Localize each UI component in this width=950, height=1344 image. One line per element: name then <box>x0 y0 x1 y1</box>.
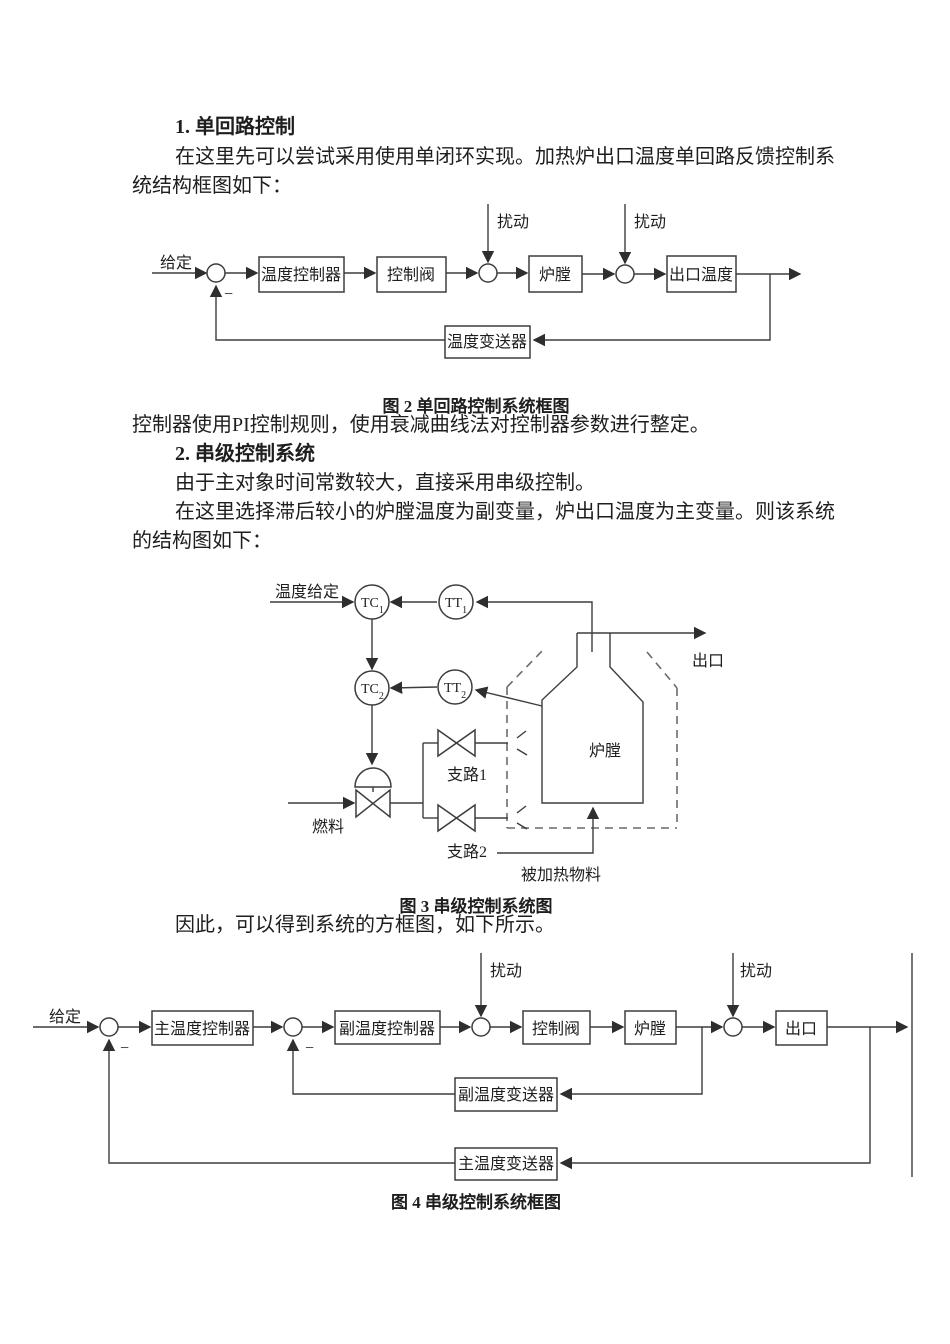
block-sub-controller-label: 副温度控制器 <box>339 1020 435 1038</box>
sum-junction-4 <box>723 1017 743 1037</box>
sum-junction-2 <box>478 263 498 283</box>
disturbance-label-2: 扰动 <box>740 962 772 980</box>
paragraph-line: 在这里选择滞后较小的炉膛温度为副变量，炉出口温度为主变量。则该系统 <box>175 501 835 523</box>
transmitter-tt2 <box>437 669 473 705</box>
setpoint-label: 给定 <box>49 1008 81 1026</box>
tt1-label: TT <box>445 596 463 611</box>
sum-junction-2 <box>283 1017 303 1037</box>
paragraph-line: 在这里先可以尝试采用使用单闭环实现。加热炉出口温度单回路反馈控制系 <box>175 146 835 168</box>
block-furnace-label: 炉膛 <box>539 266 571 284</box>
svg-text:TC2: TC2 <box>361 682 384 702</box>
block-temp-transmitter-label: 温度变送器 <box>447 333 527 351</box>
disturbance-label-2: 扰动 <box>634 213 666 231</box>
block-outlet-label: 出口 <box>785 1020 817 1038</box>
sum-junction-3 <box>471 1017 491 1037</box>
feed-label: 被加热物料 <box>521 866 601 884</box>
heading-single-loop: 1. 单回路控制 <box>175 116 295 138</box>
figure-2-single-loop-diagram: 给定 − 温度控制器 控制阀 扰动 炉膛 扰动 出口温度 温度变送器 <box>152 204 802 359</box>
block-main-transmitter-label: 主温度变送器 <box>458 1155 554 1173</box>
block-temp-controller <box>258 256 345 293</box>
paragraph-line: 控制器使用PI控制规则，使用衰减曲线法对控制器参数进行整定。 <box>132 414 710 436</box>
branch1-valve <box>437 728 476 758</box>
furnace-outline <box>541 633 644 804</box>
valve-actuator-dome <box>354 767 392 788</box>
furnace-label: 炉膛 <box>589 742 621 760</box>
minus-sign-2: − <box>305 1040 314 1057</box>
dashed-wall-right-top <box>646 651 678 689</box>
block-outlet-temp <box>666 255 737 293</box>
block-outlet <box>775 1010 828 1046</box>
block-furnace-label: 炉膛 <box>634 1020 666 1038</box>
transmitter-tt1 <box>438 584 474 620</box>
minus-sign: − <box>224 286 233 303</box>
svg-text:TC1: TC1 <box>361 596 384 616</box>
burner-marks-2 <box>516 805 528 830</box>
temp-setpoint-label: 温度给定 <box>275 583 339 601</box>
setpoint-label: 给定 <box>160 254 192 272</box>
minus-sign-1: − <box>120 1040 129 1057</box>
sum-junction-1 <box>206 263 226 283</box>
branch1-label: 支路1 <box>447 766 487 784</box>
block-control-valve <box>376 256 447 293</box>
figure-4-caption: 图 4 串级控制系统框图 <box>391 1193 561 1212</box>
disturbance-label-1: 扰动 <box>497 213 529 231</box>
figure-3-cascade-schematic: 温度给定 TC1 TT1 出口 炉膛 TC2 TT2 <box>270 583 724 884</box>
block-main-controller <box>151 1010 254 1046</box>
branch2-valve <box>437 803 476 833</box>
block-outlet-temp-label: 出口温度 <box>669 266 733 284</box>
block-temp-transmitter <box>444 325 531 359</box>
sum-junction-3 <box>615 264 635 284</box>
block-valve-label: 控制阀 <box>532 1020 580 1038</box>
figure-3-caption: 图 3 串级控制系统图 <box>399 897 553 916</box>
heading-cascade: 2. 串级控制系统 <box>175 443 315 465</box>
burner-marks-1 <box>516 730 528 756</box>
paragraph-line: 由于主对象时间常数较大，直接采用串级控制。 <box>175 472 595 494</box>
svg-text:TT2: TT2 <box>444 681 466 701</box>
figure-2-caption: 图 2 单回路控制系统框图 <box>382 397 570 416</box>
block-main-controller-label: 主温度控制器 <box>154 1020 250 1038</box>
tc1-label: TC <box>361 596 379 611</box>
svg-text:TT1: TT1 <box>445 596 467 616</box>
paragraph-line: 统结构框图如下： <box>132 175 292 197</box>
tt2-label: TT <box>444 681 462 696</box>
block-temp-controller-label: 温度控制器 <box>261 266 341 284</box>
block-control-valve-label: 控制阀 <box>387 266 435 284</box>
branch2-label: 支路2 <box>447 843 487 861</box>
block-sub-transmitter-label: 副温度变送器 <box>458 1086 554 1104</box>
block-sub-controller <box>334 1010 441 1045</box>
sum-junction-1 <box>99 1017 119 1037</box>
figure-4-cascade-diagram: 给定 − 主温度控制器 − 副温度控制器 扰动 控制阀 炉膛 扰动 <box>33 953 913 1181</box>
dashed-wall-left-top <box>506 649 544 688</box>
block-sub-transmitter <box>454 1077 558 1112</box>
paragraph-line: 因此，可以得到系统的方框图，如下所示。 <box>175 914 555 936</box>
fuel-label: 燃料 <box>312 818 344 836</box>
disturbance-label-1: 扰动 <box>490 962 522 980</box>
block-furnace <box>624 1010 677 1045</box>
outlet-label: 出口 <box>692 652 724 670</box>
main-control-valve <box>355 788 391 819</box>
block-main-transmitter <box>454 1147 558 1181</box>
paragraph-line: 的结构图如下： <box>132 530 272 552</box>
tc2-label: TC <box>361 682 379 697</box>
